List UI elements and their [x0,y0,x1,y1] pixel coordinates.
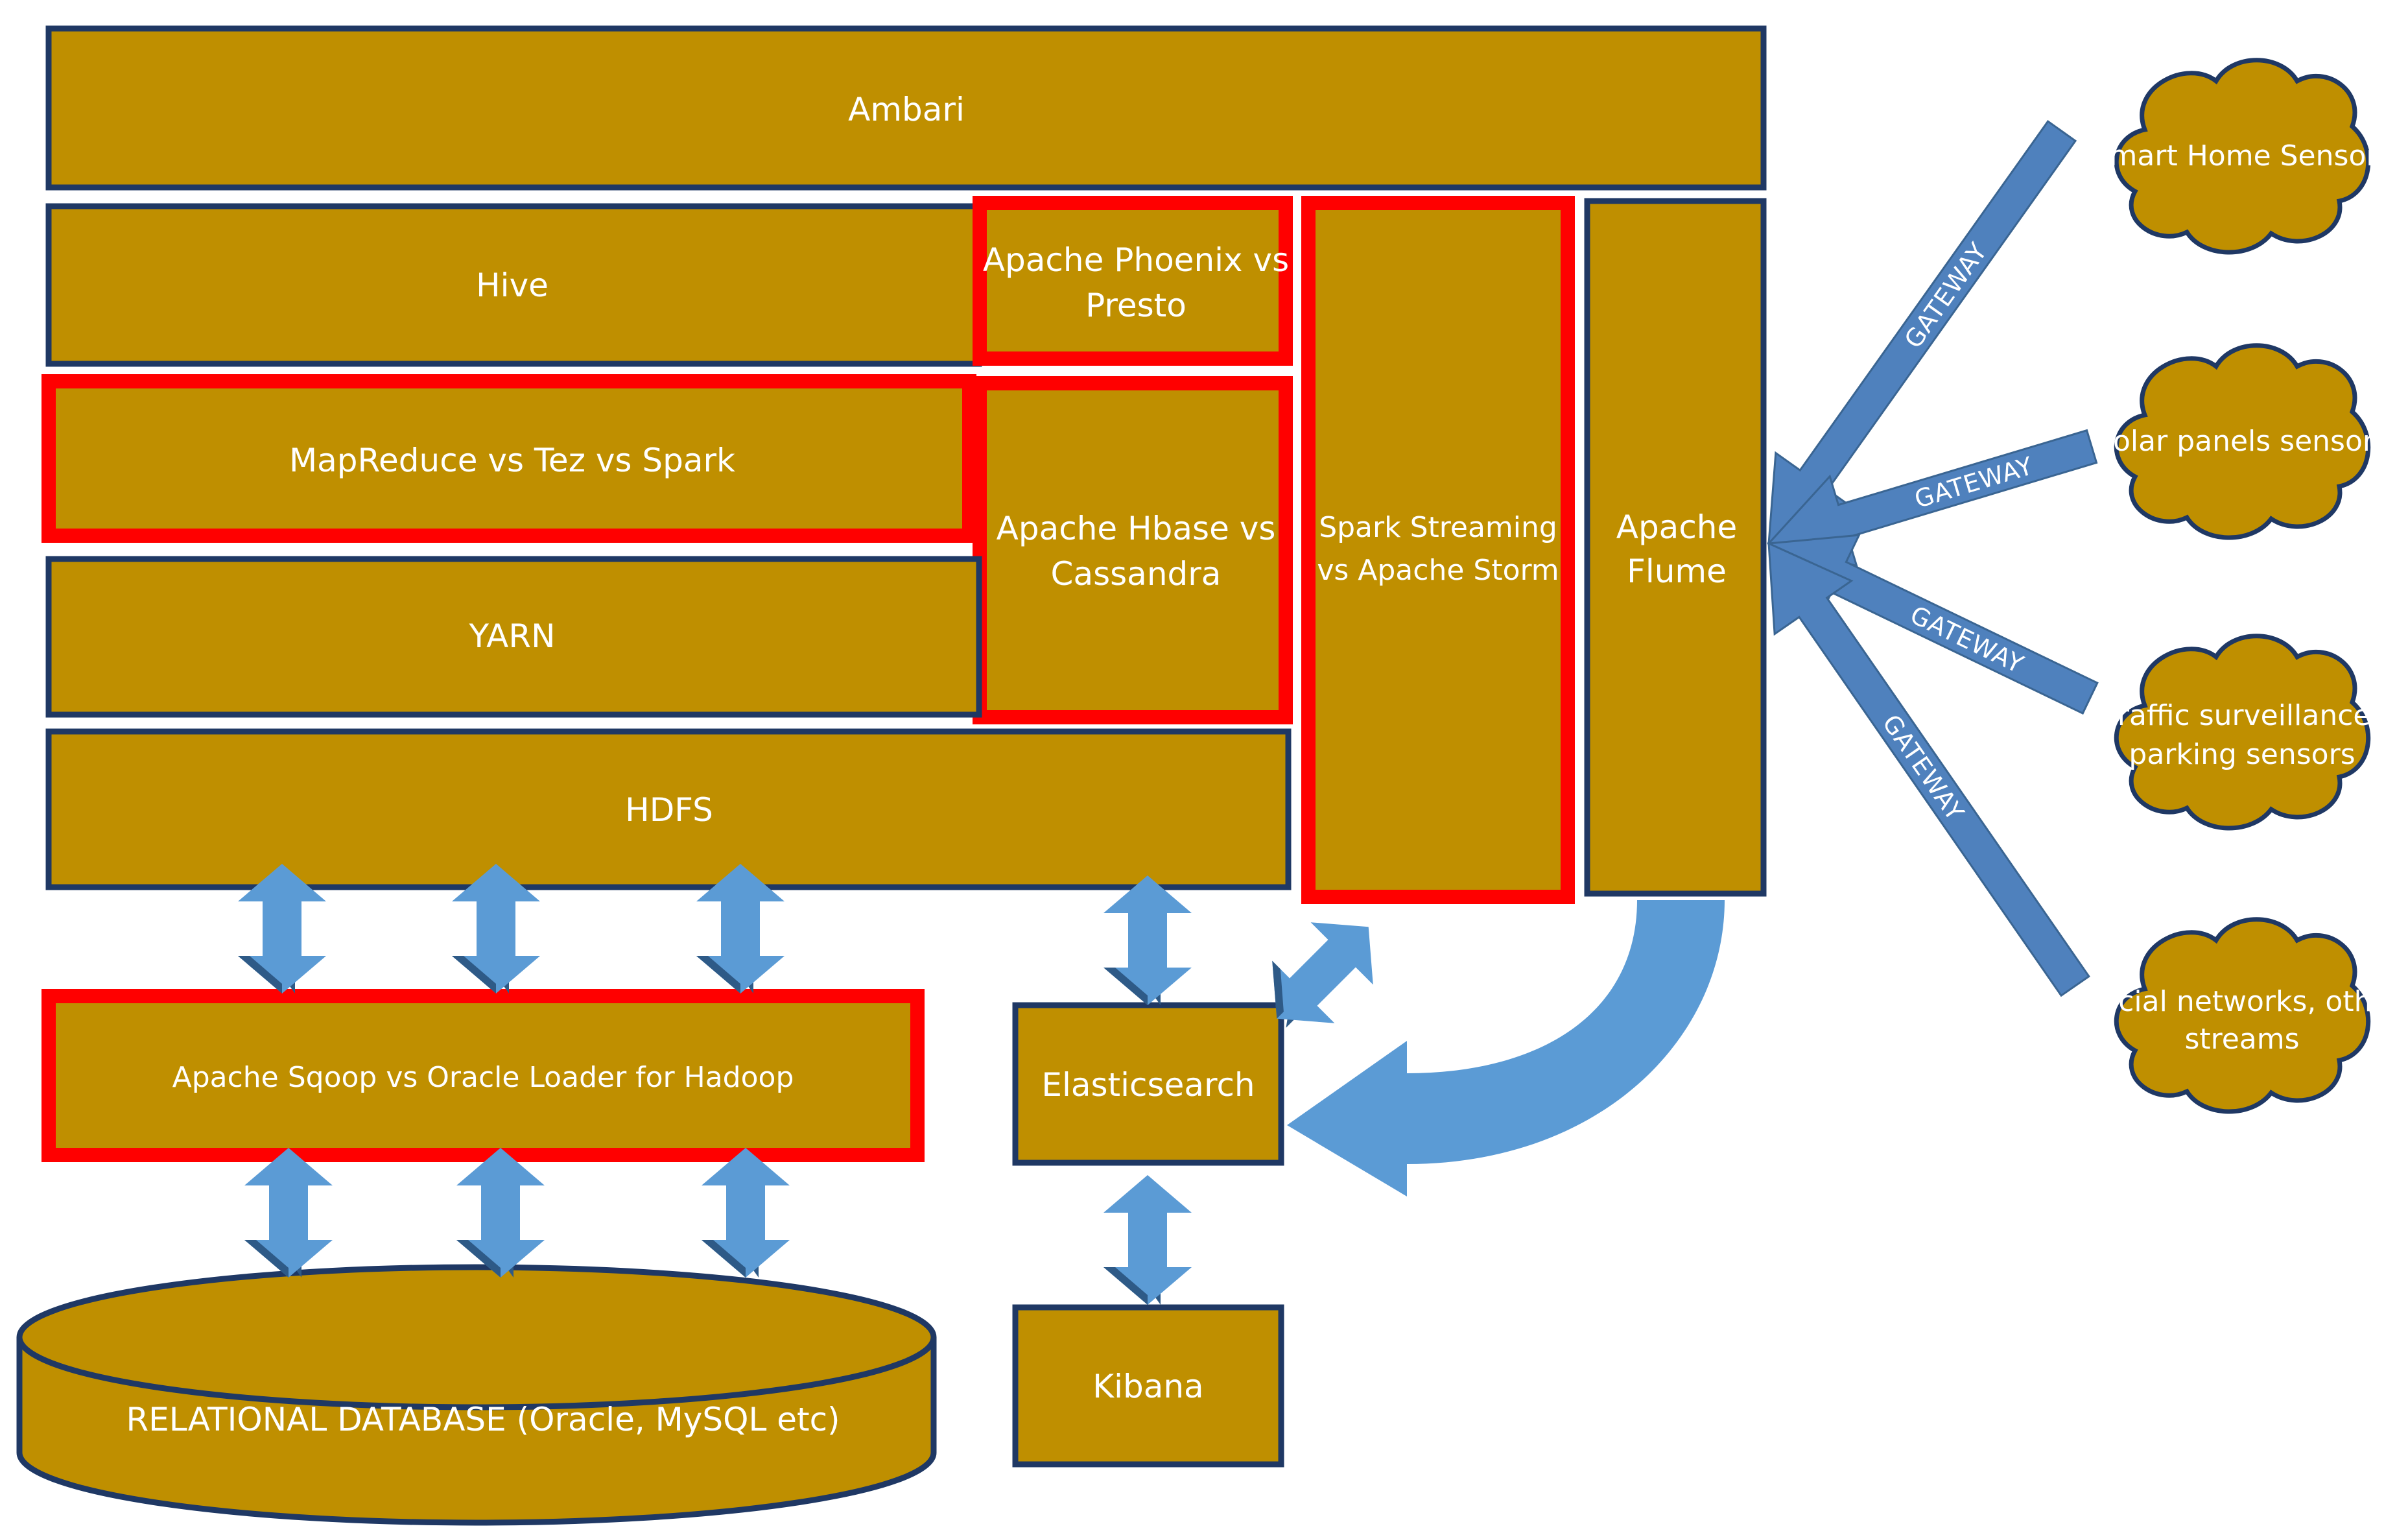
sqoop-oracle-loader-label: Apache Sqoop vs Oracle Loader for Hadoop [172,1061,794,1094]
yarn-label: YARN [468,617,555,655]
mapreduce-tez-spark-box: MapReduce vs Tez vs Spark [41,374,976,543]
relational-database-cylinder: RELATIONAL DATABASE (Oracle, MySQL etc) [16,1264,937,1526]
hbase-cassandra-label-line1: Apache Hbase vs [997,510,1276,547]
sqoop-oracle-loader-box: Apache Sqoop vs Oracle Loader for Hadoop [41,989,925,1162]
relational-database-label: RELATIONAL DATABASE (Oracle, MySQL etc) [126,1401,840,1438]
cloud-solar-panels-sensors: Solar panels sensors [2095,346,2389,538]
gateway-label-4: GATEWAY [1877,709,1970,826]
spark-storm-label-line2: vs Apache Storm [1317,554,1559,587]
gateway-label-2: GATEWAY [1911,451,2036,514]
flume-label-line1: Apache [1616,508,1738,546]
mapreduce-tez-spark-label: MapReduce vs Tez vs Spark [289,442,735,479]
gateway-label-3: GATEWAY [1906,601,2028,679]
flume-to-elasticsearch-arrow [1287,900,1725,1196]
hive-label: Hive [476,267,549,304]
elasticsearch-label: Elasticsearch [1041,1066,1255,1104]
kibana-label: Kibana [1092,1368,1203,1405]
source-label-solar: Solar panels sensors [2095,425,2389,458]
hdfs-label: HDFS [625,791,713,829]
hdfs-elasticsearch-arrow [1104,875,1192,1005]
cloud-smart-home-sensors: Smart Home Sensors [2092,60,2393,252]
flume-box: Apache Flume [1584,198,1767,897]
sqoop-db-arrow-1 [244,1148,333,1278]
hdfs-box: HDFS [45,728,1292,890]
hive-box: Hive [45,203,982,367]
cloud-traffic-parking-sensors: Traffic surveillance, parking sensors [2104,636,2380,828]
source-label-smart-home: Smart Home Sensors [2092,139,2393,173]
elasticsearch-kibana-arrow [1104,1175,1192,1305]
elasticsearch-box: Elasticsearch [1012,1002,1284,1166]
source-label-traffic-line1: Traffic surveillance, [2104,699,2380,732]
cloud-social-networks-streams: Social networks, other streams [2083,920,2402,1112]
sqoop-db-arrow-3 [702,1148,790,1278]
source-label-traffic-line2: parking sensors [2129,738,2355,771]
hbase-cassandra-label-line2: Cassandra [1051,555,1222,593]
gateway-label-1: GATEWAY [1899,237,1993,353]
source-label-social-line2: streams [2184,1023,2299,1056]
hbase-cassandra-box: Apache Hbase vs Cassandra [973,376,1293,724]
gateway-arrow-social: GATEWAY [1767,541,2090,997]
phoenix-presto-label-line1: Apache Phoenix vs [983,241,1289,279]
phoenix-presto-label-line2: Presto [1085,287,1186,324]
ambari-label: Ambari [848,91,965,128]
yarn-box: YARN [45,556,982,718]
ambari-box: Ambari [45,25,1767,191]
flume-label-line2: Flume [1627,553,1727,590]
phoenix-presto-box: Apache Phoenix vs Presto [973,196,1293,366]
source-label-social-line1: Social networks, other [2083,985,2402,1018]
spark-storm-label-line1: Spark Streaming [1319,511,1557,544]
sqoop-db-arrow-2 [456,1148,545,1278]
kibana-box: Kibana [1012,1304,1284,1468]
spark-storm-box: Spark Streaming vs Apache Storm [1301,196,1575,904]
